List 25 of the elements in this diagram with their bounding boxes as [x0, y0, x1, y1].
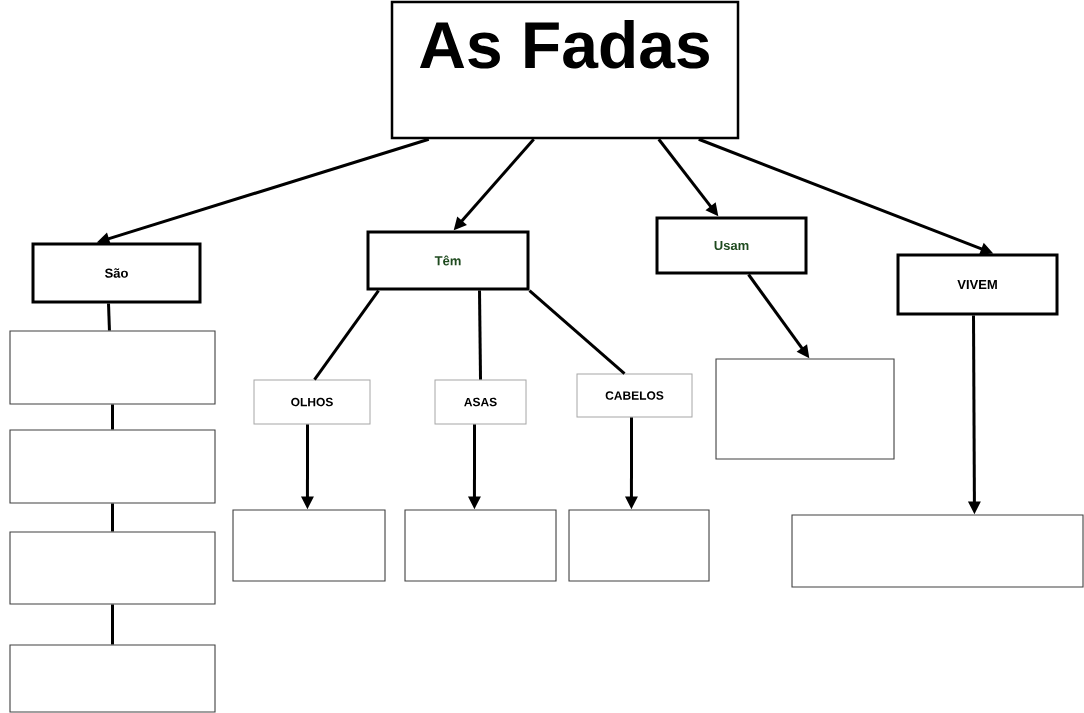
title-box	[390, 0, 740, 140]
concept-box: São	[31, 242, 202, 304]
connector-line	[313, 289, 380, 381]
connector-line	[528, 289, 626, 375]
answer-box	[791, 514, 1084, 588]
connector-line	[107, 303, 111, 331]
connector-line	[478, 290, 482, 380]
answer-box	[9, 644, 216, 713]
word-box: CABELOS	[576, 373, 693, 418]
word-box: OLHOS	[253, 379, 371, 425]
title-text: As Fadas	[419, 20, 709, 69]
answer-box	[232, 509, 386, 582]
connector-line	[111, 503, 114, 532]
answer-box	[404, 509, 557, 582]
concept-box: Têm	[366, 230, 530, 291]
answer-box	[9, 429, 216, 504]
concept-box: Usam	[655, 216, 808, 275]
connector-line	[111, 604, 114, 645]
word-box: ASAS	[434, 379, 527, 425]
answer-box	[9, 531, 216, 605]
answer-box	[568, 509, 710, 582]
connector-line	[111, 404, 114, 430]
answer-box	[715, 358, 895, 460]
concept-box: VIVEM	[896, 253, 1059, 316]
answer-box	[9, 330, 216, 405]
